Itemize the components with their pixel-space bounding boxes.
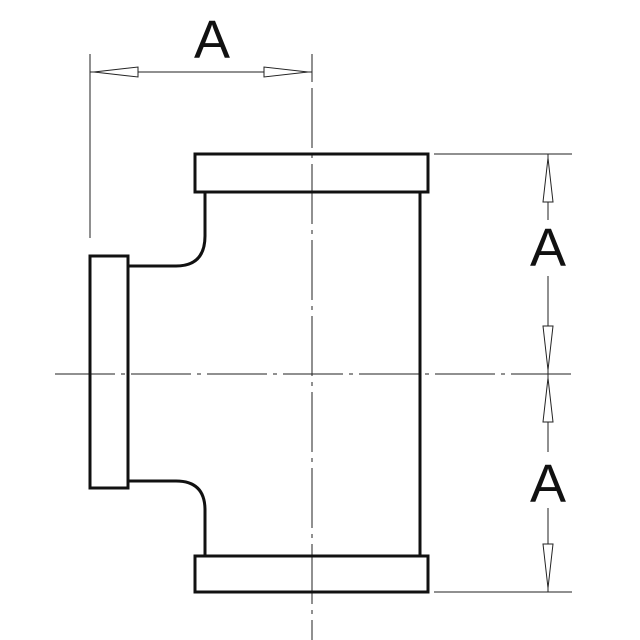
top-dimension-label: A bbox=[194, 10, 230, 70]
top-dimension: A bbox=[89, 10, 313, 238]
right-lower-dimension-label: A bbox=[530, 454, 566, 514]
top-band bbox=[193, 152, 430, 194]
upper-arrow-top bbox=[542, 157, 554, 203]
branch-band bbox=[88, 254, 130, 490]
lower-arrow-top bbox=[542, 377, 554, 423]
lower-arrow-bottom bbox=[542, 543, 554, 589]
upper-fillet bbox=[128, 192, 207, 268]
right-dimensions: A A bbox=[434, 153, 576, 593]
top-arrow-right bbox=[263, 66, 309, 78]
upper-arrow-bottom bbox=[542, 325, 554, 371]
lower-fillet bbox=[128, 479, 207, 556]
right-upper-dimension-label: A bbox=[530, 218, 566, 278]
top-arrow-left bbox=[93, 66, 139, 78]
bottom-band bbox=[193, 554, 430, 594]
tee-fitting bbox=[88, 152, 430, 594]
